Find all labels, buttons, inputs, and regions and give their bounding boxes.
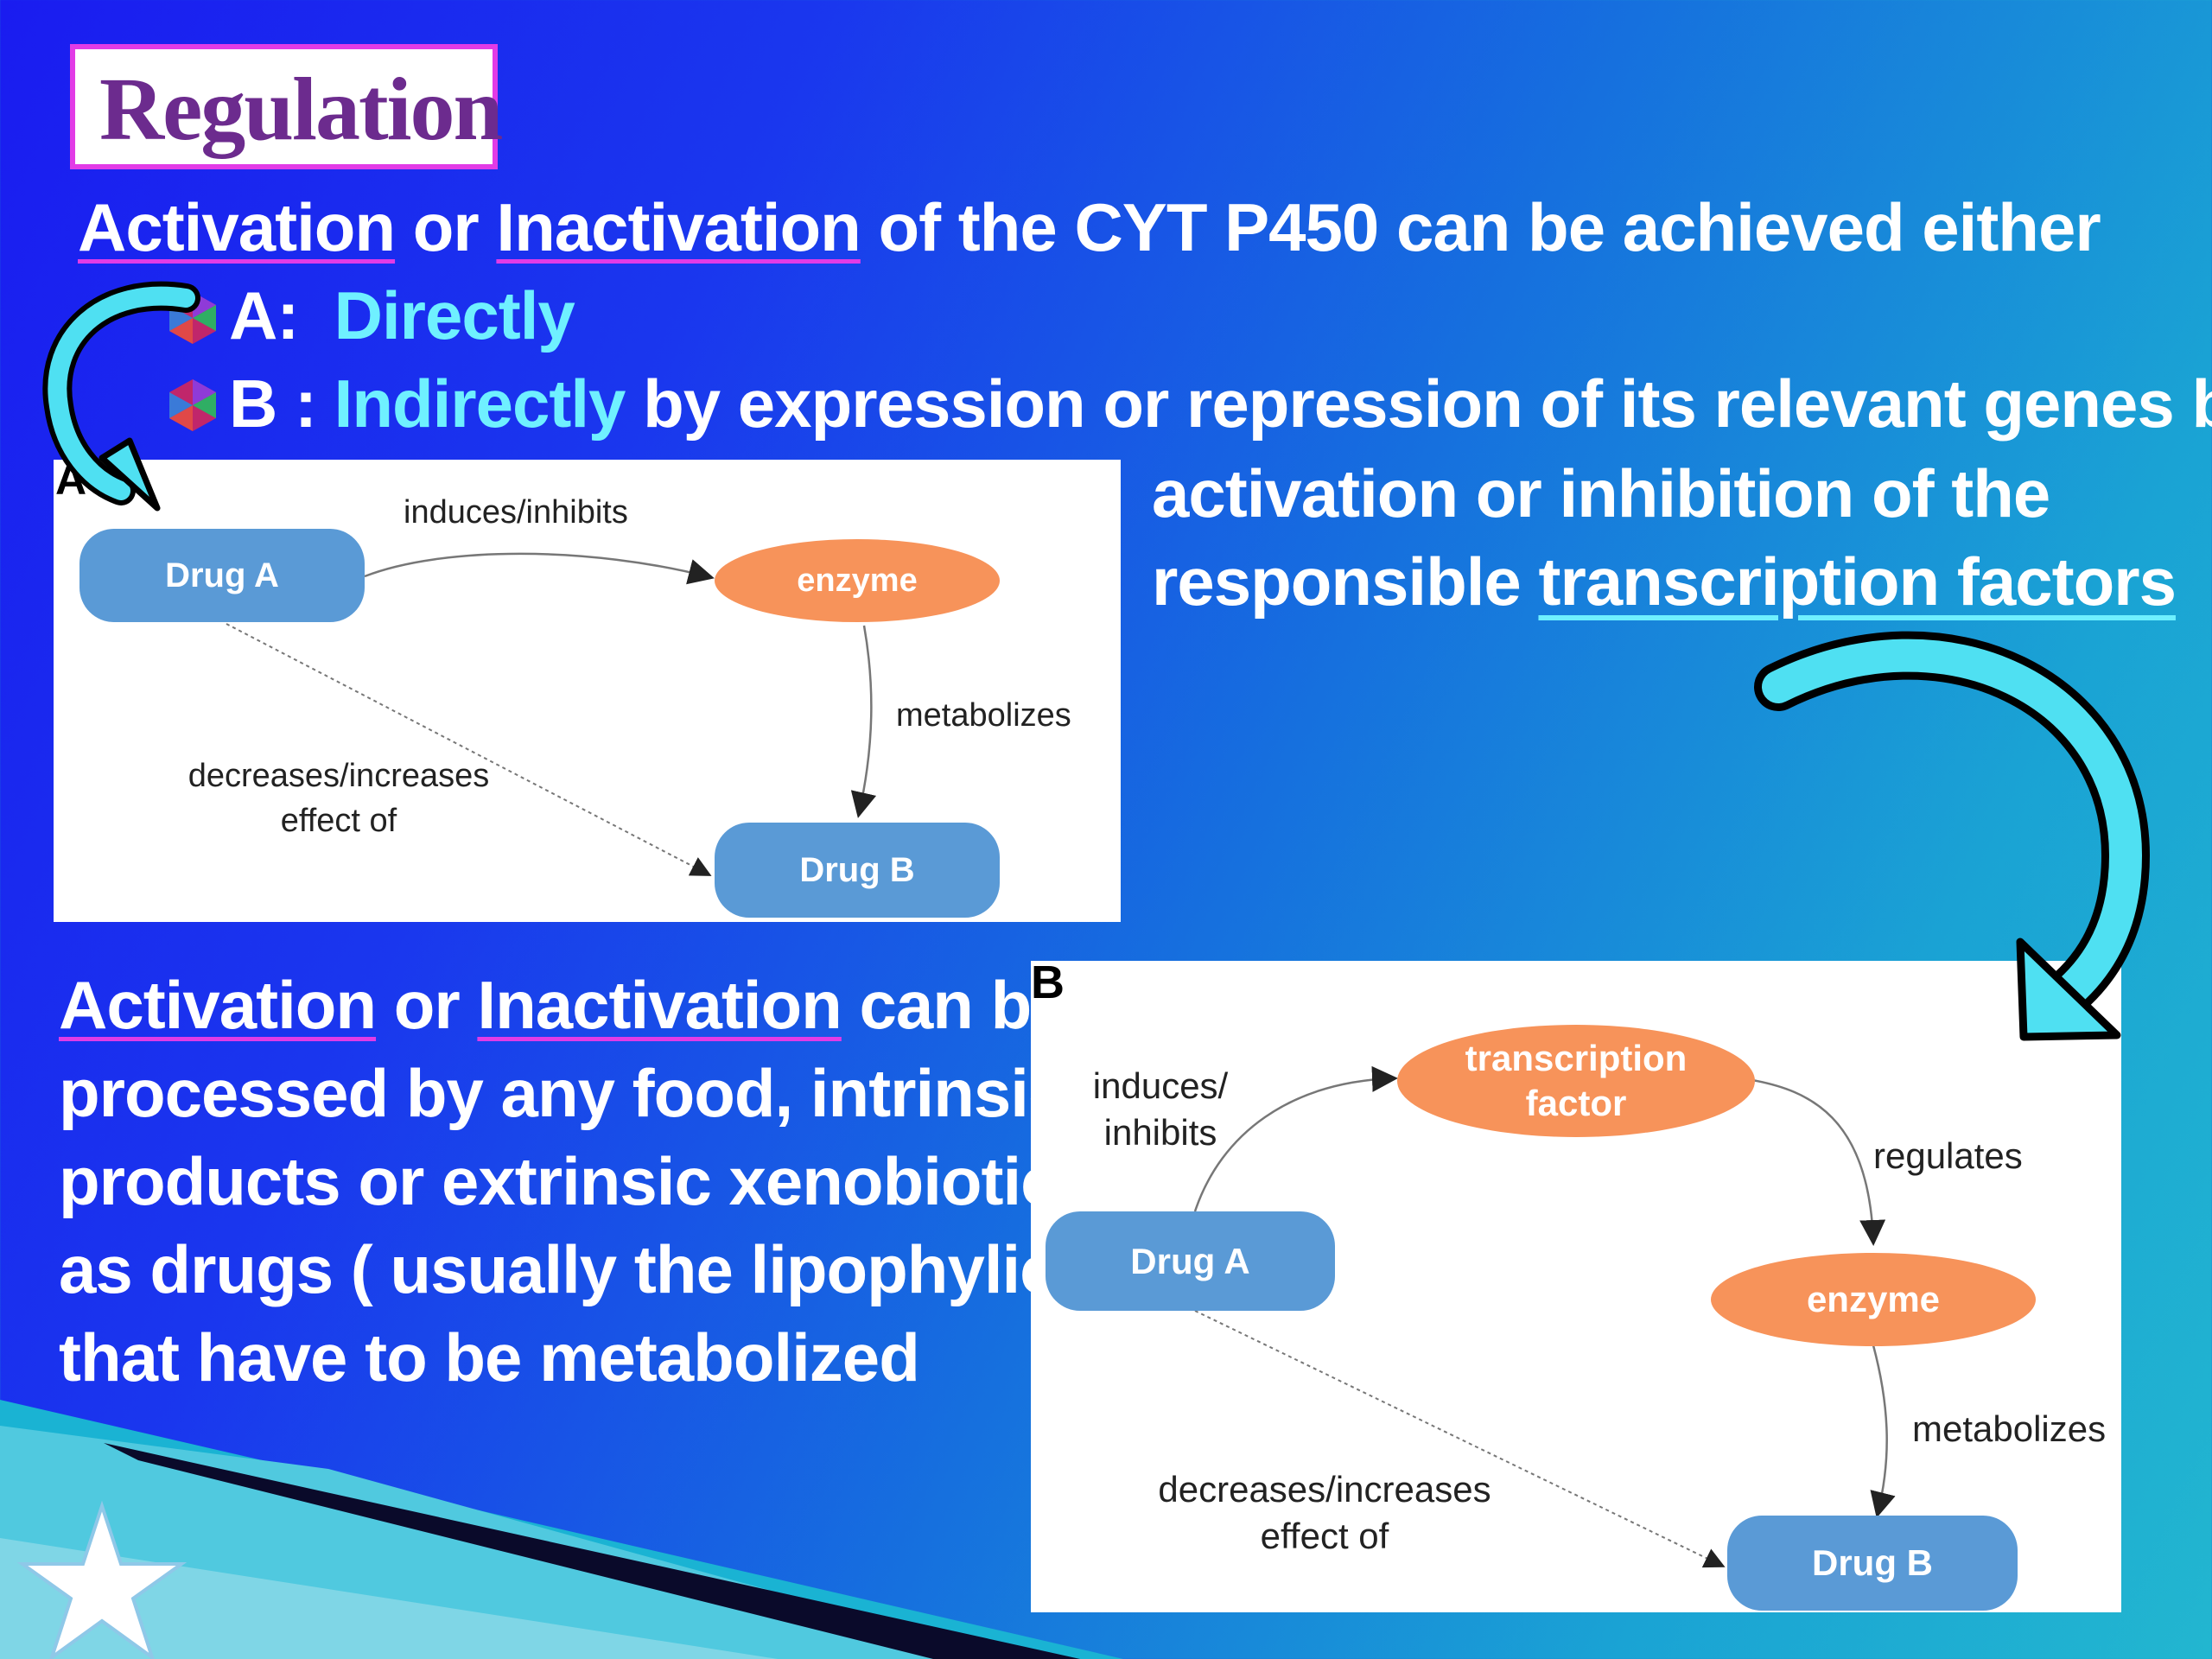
decorative-swoosh [0,1400,1123,1659]
curved-arrow-icon [57,296,186,508]
curved-arrow-icon [1778,656,2126,1037]
